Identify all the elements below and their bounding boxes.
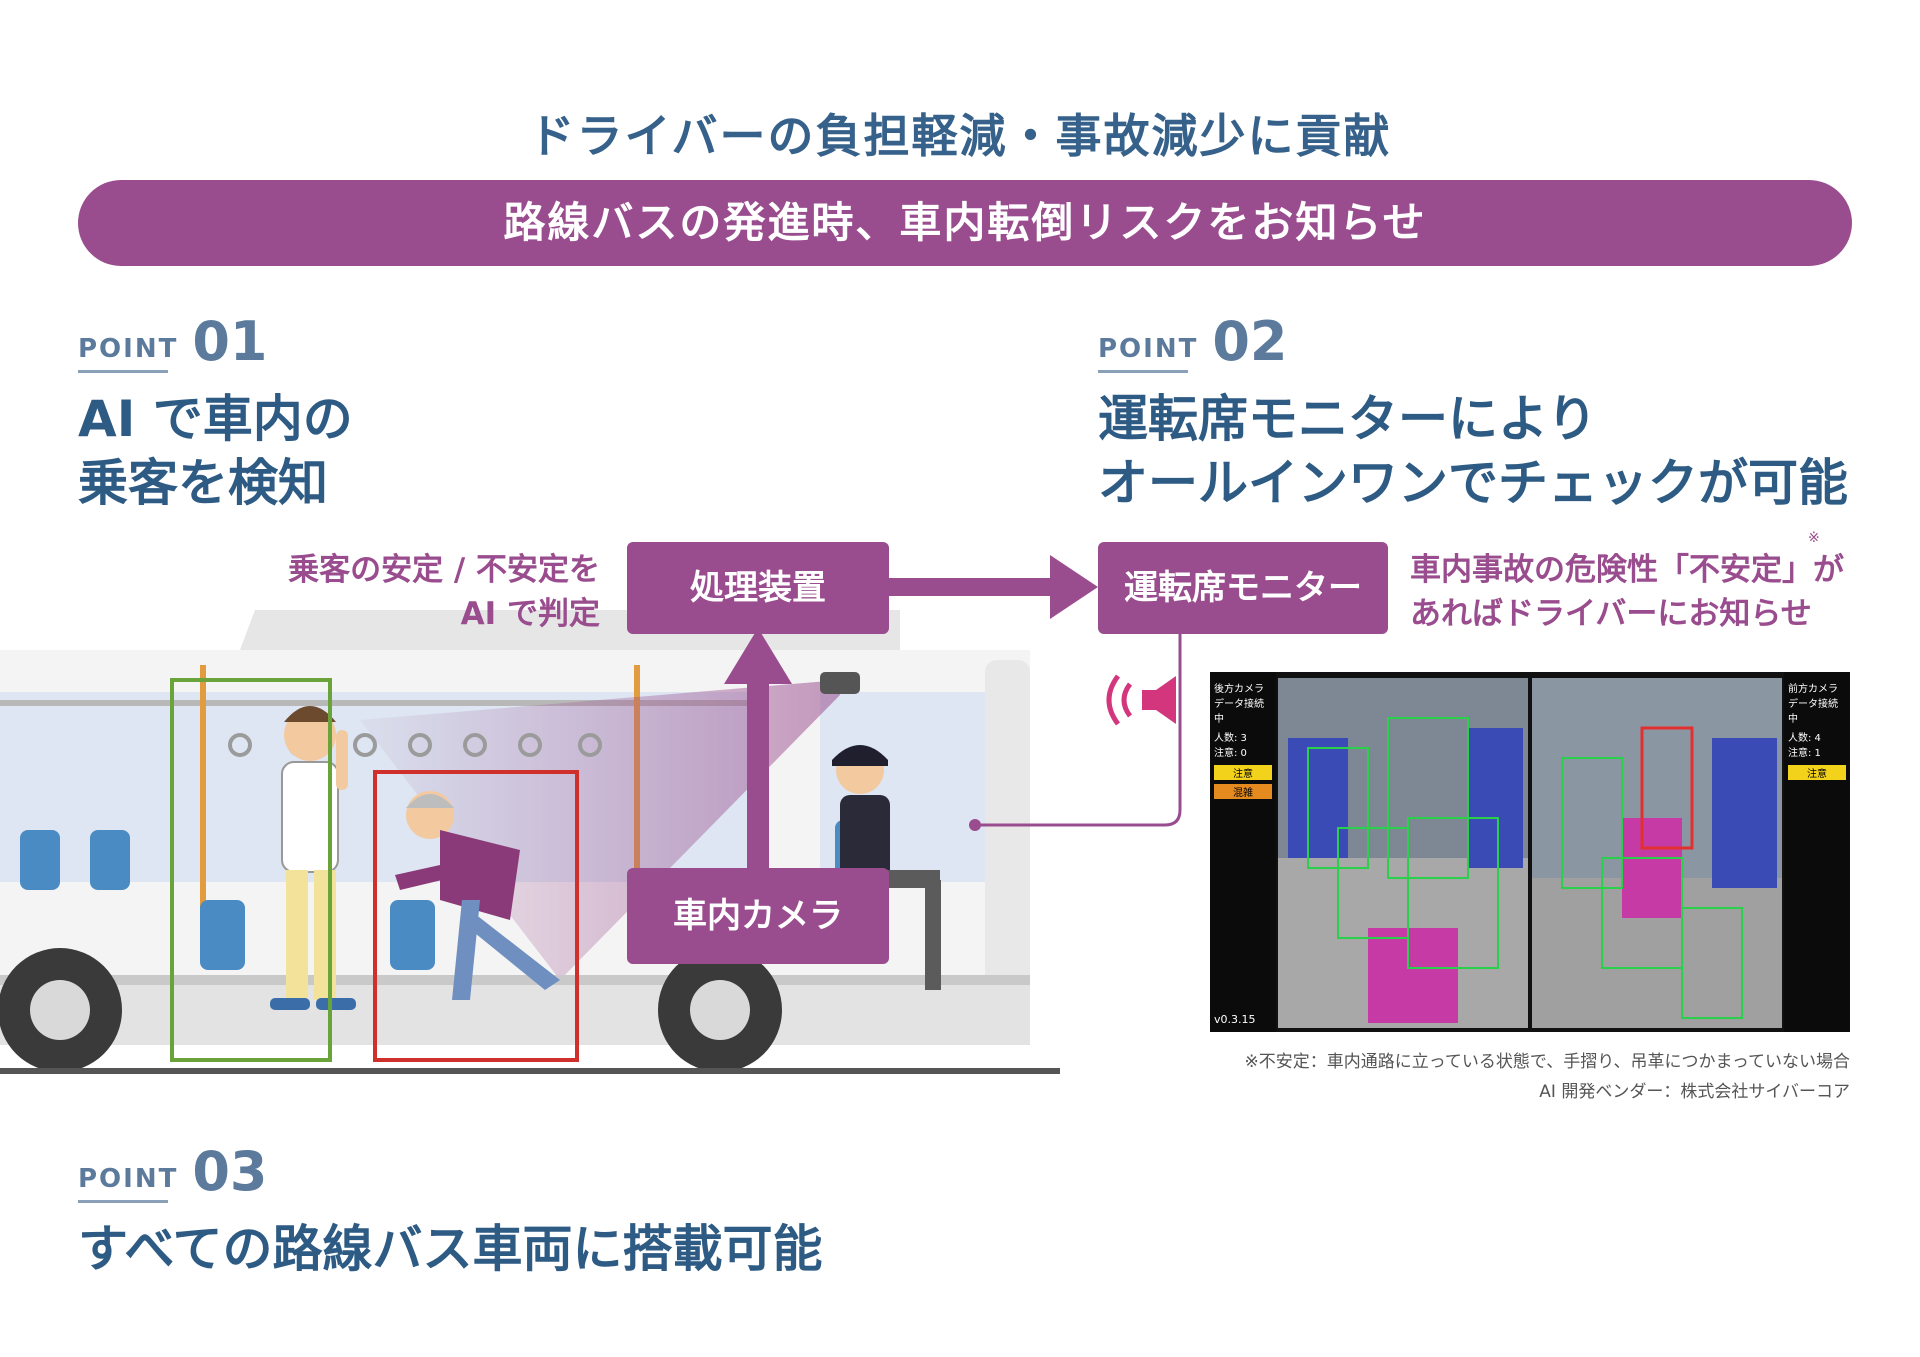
- point-01-rule: [78, 370, 168, 373]
- left-panel-title: 後方カメラ: [1214, 684, 1264, 695]
- point-02-rule: [1098, 370, 1188, 373]
- point-02-title-line1: 運転席モニターにより: [1098, 390, 1597, 448]
- processor-note-line2: AI で判定: [460, 596, 600, 632]
- point-02-tag: POINT: [1098, 334, 1199, 364]
- vendor-credit: AI 開発ベンダー：株式会社サイバーコア: [1539, 1082, 1850, 1102]
- arrow-processor-to-monitor-shaft: [885, 578, 1055, 596]
- point-02-title-line2: オールインワンでチェックが可能: [1098, 454, 1848, 512]
- monitor-note-mark: ※: [1808, 530, 1820, 546]
- monitor-note: 車内事故の危険性「不安定」が あればドライバーにお知らせ: [1410, 548, 1870, 636]
- camera-box: 車内カメラ: [627, 868, 889, 964]
- point-01-title-line2: 乗客を検知: [78, 454, 328, 512]
- monitor-connection-line: [975, 630, 1182, 827]
- falling-passenger: [395, 791, 560, 1000]
- point-03-tag: POINT: [78, 1164, 179, 1194]
- point-02-tag-wrap: POINT: [1098, 334, 1198, 373]
- front-camera-image: [1532, 678, 1782, 1028]
- point-02-number: 02: [1212, 310, 1288, 373]
- monitor-screenshot: 後方カメラ データ接続中 人数: 3 注意: 0 注意 混雑 v0.3.15: [1210, 672, 1850, 1032]
- right-alert: 注意: 1: [1788, 748, 1821, 759]
- left-badge-caution: 注意: [1214, 765, 1272, 780]
- right-panel-title: 前方カメラ: [1788, 684, 1838, 695]
- point-01-title-line1: AI で車内の: [78, 390, 353, 448]
- arrow-camera-to-processor-head: [724, 628, 792, 684]
- left-alert: 注意: 0: [1214, 748, 1247, 759]
- right-count: 人数: 4: [1788, 733, 1821, 744]
- monitor-note-line1: 車内事故の危険性「不安定」が: [1410, 552, 1844, 588]
- banner: 路線バスの発進時、車内転倒リスクをお知らせ: [78, 180, 1852, 266]
- point-03-rule: [78, 1200, 168, 1203]
- point-01: POINT 01 AI で車内の 乗客を検知: [78, 310, 598, 515]
- stable-detection-box: [170, 678, 332, 1062]
- point-02: POINT 02 運転席モニターにより オールインワンでチェックが可能: [1098, 310, 1898, 515]
- right-panel-status: データ接続中: [1788, 699, 1838, 725]
- camera-device: [820, 672, 860, 694]
- arrow-processor-to-monitor-head: [1050, 555, 1098, 619]
- driver-monitor-box: 運転席モニター: [1098, 542, 1388, 634]
- wheels: [0, 948, 782, 1072]
- bus-floor: [0, 975, 1030, 985]
- point-01-tag-wrap: POINT: [78, 334, 178, 373]
- bus-front: [985, 660, 1030, 1020]
- front-camera-feed: [1532, 678, 1782, 1028]
- unstable-detection-box: [373, 770, 579, 1062]
- pole-1: [200, 665, 206, 945]
- point-03-tag-wrap: POINT: [78, 1164, 178, 1203]
- handrail: [0, 700, 760, 706]
- point-03-title: すべての路線バス車両に搭載可能: [78, 1220, 823, 1278]
- rear-camera-image: [1278, 678, 1528, 1028]
- driver: [832, 745, 941, 990]
- point-03: POINT 03 すべての路線バス車両に搭載可能: [78, 1140, 1078, 1281]
- speaker-icon: [1106, 674, 1176, 726]
- monitor-right-sidebar: 前方カメラ データ接続中 人数: 4 注意: 1 注意: [1784, 672, 1850, 1032]
- rear-camera-feed: [1278, 678, 1528, 1028]
- point-03-number: 03: [192, 1140, 268, 1203]
- monitor-note-line2: あればドライバーにお知らせ: [1410, 596, 1812, 632]
- arrow-camera-to-processor-shaft: [747, 680, 769, 870]
- right-badge-caution: 注意: [1788, 765, 1846, 780]
- headline: ドライバーの負担軽減・事故減少に貢献: [528, 109, 1392, 163]
- left-badge-crowded: 混雑: [1214, 784, 1272, 799]
- point-01-number: 01: [192, 310, 268, 373]
- footnote: ※不安定：車内通路に立っている状態で、手摺り、吊革につかまっていない場合: [1244, 1052, 1850, 1072]
- monitor-connection-dot: [969, 819, 981, 831]
- point-01-tag: POINT: [78, 334, 179, 364]
- processor-box: 処理装置: [627, 542, 889, 634]
- processor-note: 乗客の安定 / 不安定を AI で判定: [200, 548, 600, 636]
- ground-line: [0, 1068, 1060, 1074]
- processor-note-line1: 乗客の安定 / 不安定を: [288, 552, 600, 588]
- monitor-left-sidebar: 後方カメラ データ接続中 人数: 3 注意: 0 注意 混雑 v0.3.15: [1210, 672, 1276, 1032]
- left-count: 人数: 3: [1214, 733, 1247, 744]
- left-panel-status: データ接続中: [1214, 699, 1264, 725]
- version-label: v0.3.15: [1214, 1013, 1256, 1026]
